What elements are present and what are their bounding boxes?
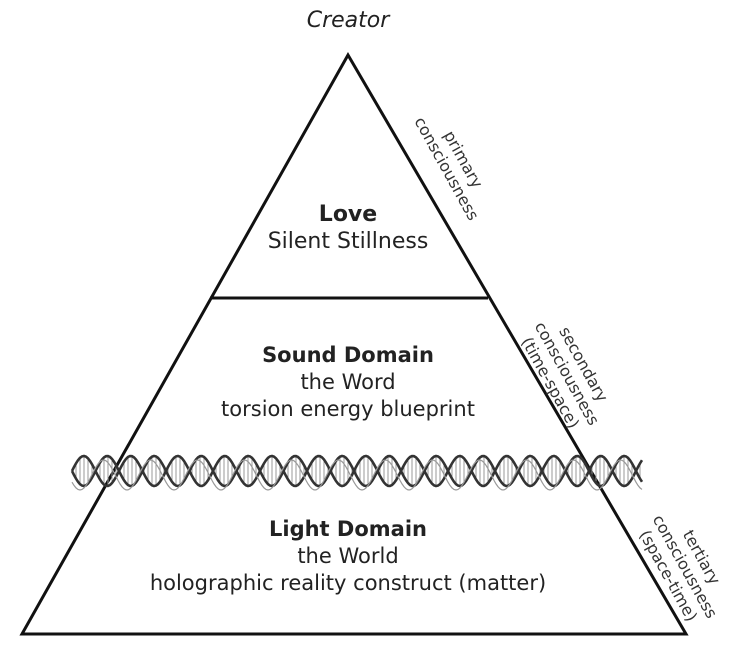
- tier-sound-domain: Sound Domain the Word torsion energy blu…: [148, 342, 548, 423]
- tier-light-line1: the World: [297, 544, 399, 568]
- dna-helix-divider: [70, 454, 644, 491]
- helix-strand-shadow: [71, 459, 643, 491]
- tier-light-title: Light Domain: [269, 517, 427, 541]
- pyramid-outline: [19, 51, 689, 636]
- helix-strand-a: [70, 454, 644, 488]
- helix-strand-b: [70, 454, 644, 488]
- tier-sound-line2: torsion energy blueprint: [221, 397, 475, 421]
- tier-sound-line1: the Word: [300, 370, 396, 394]
- tier-love: Love Silent Stillness: [198, 201, 498, 255]
- tier-light-line2: holographic reality construct (matter): [149, 571, 547, 595]
- tier-love-title: Love: [318, 202, 378, 227]
- tier-light-domain: Light Domain the World holographic reali…: [88, 516, 608, 597]
- apex-label-creator: Creator: [306, 8, 390, 33]
- tier-sound-title: Sound Domain: [262, 343, 434, 367]
- tier-love-subtitle: Silent Stillness: [267, 229, 429, 254]
